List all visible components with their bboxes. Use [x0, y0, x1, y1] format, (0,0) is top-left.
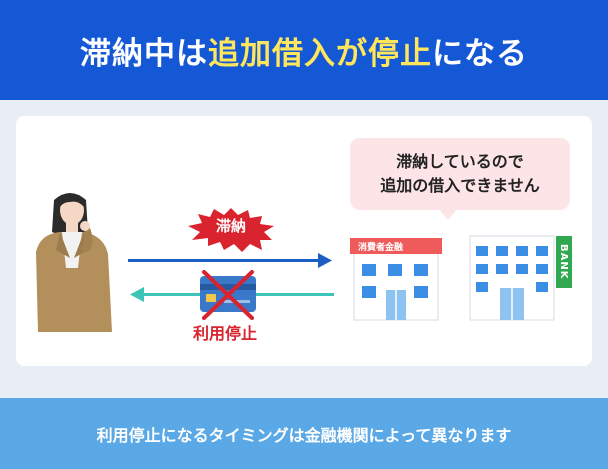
- finance-building-icon: 消費者金融: [350, 238, 442, 321]
- page-title: 滞納中は追加借入が停止になる: [80, 28, 528, 73]
- title-highlight: 追加借入が停止: [208, 35, 432, 72]
- burst-label: 滞納: [215, 217, 246, 235]
- header-banner: 滞納中は追加借入が停止になる: [0, 0, 608, 100]
- bank-building-icon: BANK: [469, 235, 572, 321]
- credit-card-icon: [200, 270, 256, 320]
- bank-sign: BANK: [558, 244, 569, 280]
- speech-bubble-tail: [438, 208, 458, 220]
- bubble-line-2: 追加の借入できません: [380, 176, 540, 195]
- speech-bubble: 滞納しているので 追加の借入できません: [350, 138, 570, 210]
- arrow-right: [128, 253, 332, 268]
- burst-icon: [188, 208, 274, 252]
- bubble-line-1: 滞納しているので: [396, 152, 524, 171]
- footer-note: 利用停止になるタイミングは金融機関によって異なります: [96, 425, 512, 445]
- person-illustration: [36, 193, 112, 332]
- title-part2: になる: [432, 35, 528, 72]
- footer-banner: 利用停止になるタイミングは金融機関によって異なります: [0, 398, 608, 469]
- title-part1: 滞納中は: [80, 35, 208, 72]
- finance-building-sign: 消費者金融: [358, 241, 403, 253]
- stop-label: 利用停止: [192, 324, 257, 343]
